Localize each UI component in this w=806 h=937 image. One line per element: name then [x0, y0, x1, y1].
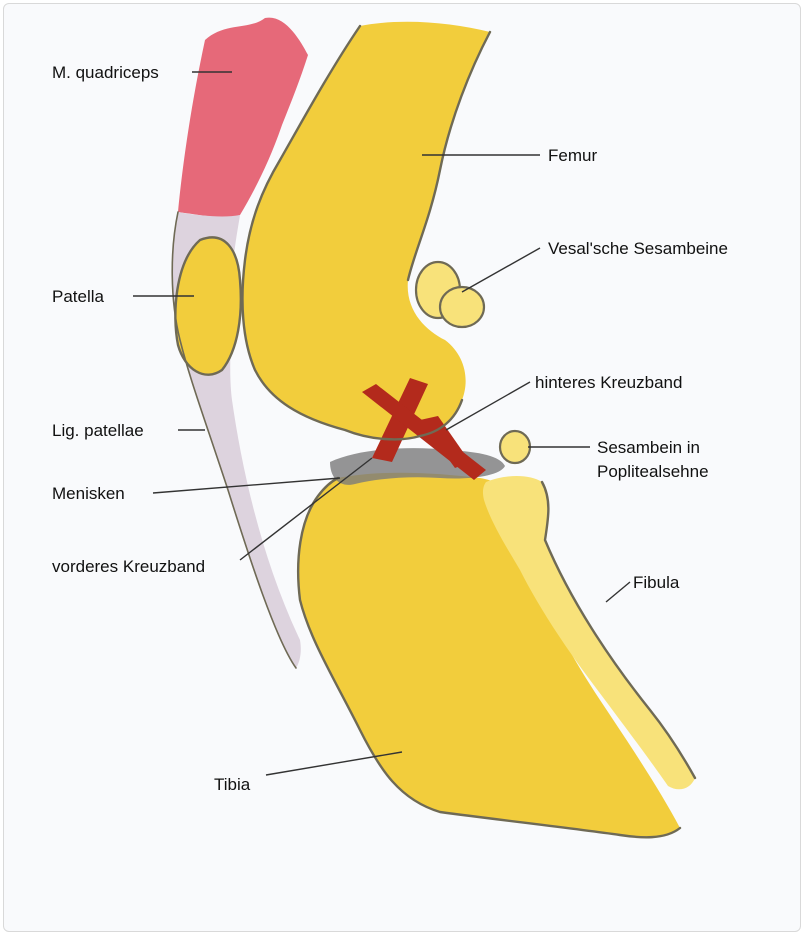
cruciate-ligament-fibers — [420, 416, 470, 468]
femur-outline — [241, 24, 464, 441]
label-sesambein-line2: Poplitealsehne — [597, 462, 709, 481]
leader-vorderes-kreuzband — [239, 457, 373, 561]
vesal-sesamoid-2 — [438, 285, 486, 329]
patella-outline — [174, 236, 243, 376]
label-vesal: Vesal'sche Sesambeine — [548, 239, 728, 258]
tibia-outline — [297, 476, 682, 839]
quadriceps-muscle — [178, 17, 308, 218]
label-patella: Patella — [52, 287, 105, 306]
label-sesambein-line1: Sesambein in — [597, 438, 700, 457]
label-femur: Femur — [548, 146, 597, 165]
label-vorderes-kreuzband: vorderes Kreuzband — [52, 557, 205, 576]
leader-vesal — [461, 247, 541, 293]
label-lig-patellae: Lig. patellae — [52, 421, 144, 440]
femur-bone — [242, 21, 490, 440]
femur-back-outline — [406, 30, 492, 282]
leader-fibula — [605, 581, 631, 603]
label-quadriceps: M. quadriceps — [52, 63, 159, 82]
ligament-outline — [171, 211, 297, 669]
label-menisken: Menisken — [52, 484, 125, 503]
tibia-bone — [298, 472, 680, 838]
label-tibia: Tibia — [214, 775, 251, 794]
leader-hinteres-kreuzband — [445, 381, 531, 431]
leader-menisken — [152, 477, 341, 494]
label-fibula: Fibula — [633, 573, 680, 592]
leader-tibia — [265, 751, 403, 776]
popliteal-sesamoid — [498, 429, 532, 465]
patella-bone — [175, 237, 241, 375]
label-hinteres-kreuzband: hinteres Kreuzband — [535, 373, 682, 392]
fibula-outline — [540, 480, 697, 780]
fibula-bone — [482, 476, 695, 790]
